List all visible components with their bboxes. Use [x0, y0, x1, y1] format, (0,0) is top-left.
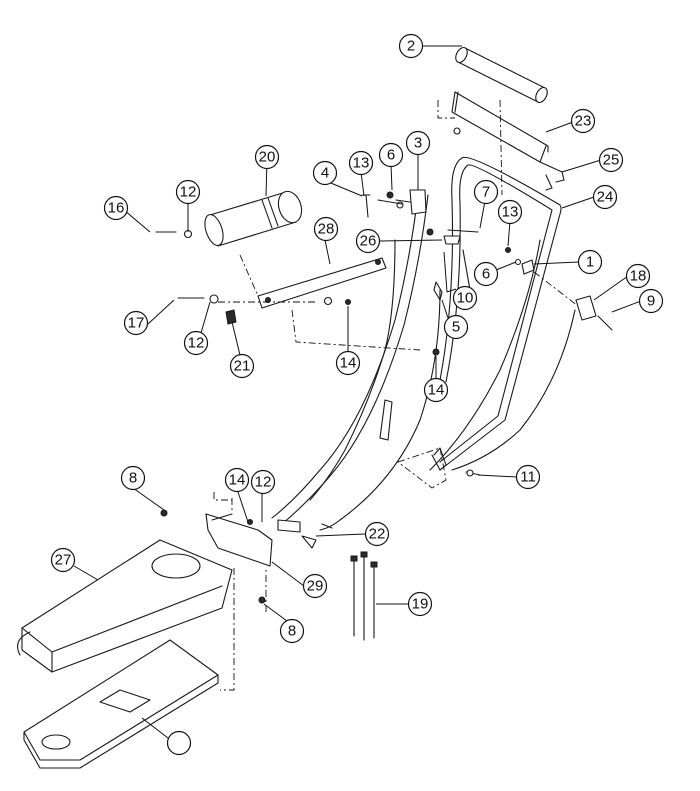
callout-27: 28 — [313, 216, 339, 242]
svg-text:8: 8 — [129, 470, 137, 487]
callout-15: 16 — [103, 195, 129, 221]
callout-14-low: 14 — [224, 467, 250, 493]
callout-12-mid: 12 — [183, 330, 209, 356]
svg-text:12: 12 — [188, 335, 205, 352]
callout-13-right: 13 — [497, 199, 523, 225]
callout-26: 27 — [50, 547, 76, 573]
callout-3: 3 — [405, 130, 431, 156]
cable-clamp — [575, 295, 613, 331]
bail-wire — [451, 91, 565, 191]
base-plate — [23, 639, 219, 769]
svg-text:18: 18 — [630, 268, 647, 285]
callout-4: 4 — [312, 160, 338, 186]
control-lever — [443, 235, 471, 291]
callout-10: 10 — [452, 285, 478, 311]
svg-text:24: 24 — [597, 189, 614, 206]
svg-text:3: 3 — [414, 135, 422, 152]
callout-1: 1 — [577, 249, 603, 275]
canister — [204, 190, 303, 247]
svg-text:16: 16 — [108, 200, 125, 217]
leader-lines — [73, 45, 642, 739]
svg-text:23: 23 — [575, 113, 592, 130]
svg-text:26: 26 — [360, 233, 377, 250]
lower-handle — [271, 194, 429, 525]
mount-bracket — [205, 513, 273, 567]
callout-13-top: 13 — [348, 150, 374, 176]
callout-21: 22 — [364, 521, 390, 547]
svg-text:6: 6 — [387, 147, 395, 164]
svg-text:19: 19 — [412, 596, 429, 613]
callout-8-top: 8 — [120, 465, 146, 491]
svg-text:8: 8 — [288, 623, 296, 640]
assembly-lines — [213, 99, 579, 691]
svg-text:4: 4 — [321, 165, 329, 182]
callout-24: 25 — [598, 147, 624, 173]
svg-text:28: 28 — [318, 221, 335, 238]
svg-text:6: 6 — [482, 266, 490, 283]
callouts: 2 23 25 24 3 6 13 4 7 13 26 1 6 18 9 10 … — [50, 33, 664, 756]
svg-text:29: 29 — [307, 578, 324, 595]
callout-14-right: 14 — [423, 377, 449, 403]
callout-12-low: 12 — [250, 469, 276, 495]
svg-text:10: 10 — [457, 290, 474, 307]
pin — [361, 194, 371, 218]
hand-grip — [455, 46, 548, 104]
callout-14-mid: 14 — [335, 350, 361, 376]
chassis — [17, 539, 233, 673]
svg-text:20: 20 — [259, 149, 276, 166]
svg-text:13: 13 — [502, 204, 519, 221]
svg-text:13: 13 — [353, 155, 370, 172]
svg-text:22: 22 — [369, 526, 386, 543]
svg-text:5: 5 — [452, 319, 460, 336]
callout-19: 20 — [254, 144, 280, 170]
upper-handle — [431, 156, 562, 471]
callout-29 — [166, 730, 192, 756]
callout-22: 23 — [570, 108, 596, 134]
svg-text:14: 14 — [340, 355, 357, 372]
svg-text:25: 25 — [603, 152, 620, 169]
callout-9: 9 — [638, 288, 664, 314]
callout-6-right: 6 — [473, 261, 499, 287]
svg-text:2: 2 — [407, 38, 415, 55]
svg-text:9: 9 — [647, 293, 655, 310]
svg-text:12: 12 — [180, 184, 197, 201]
callout-18: 19 — [407, 591, 433, 617]
svg-text:7: 7 — [482, 184, 490, 201]
svg-text:27: 27 — [55, 552, 72, 569]
callout-7: 7 — [473, 179, 499, 205]
callout-25: 26 — [355, 228, 381, 254]
svg-text:12: 12 — [255, 474, 272, 491]
callout-28: 29 — [302, 573, 328, 599]
callout-6-top: 6 — [378, 142, 404, 168]
svg-text:1: 1 — [586, 254, 594, 271]
svg-text:14: 14 — [428, 382, 445, 399]
callout-17: 18 — [625, 263, 651, 289]
svg-text:17: 17 — [128, 315, 145, 332]
support-bar — [257, 257, 387, 309]
cable-ties — [350, 551, 378, 641]
callout-5: 5 — [443, 314, 469, 340]
callout-11: 11 — [515, 464, 541, 490]
svg-text:21: 21 — [234, 358, 251, 375]
callout-20: 21 — [229, 353, 255, 379]
parts-drawing — [17, 46, 613, 769]
callout-16: 17 — [123, 310, 149, 336]
callout-23: 24 — [592, 184, 618, 210]
handle-bracket — [395, 189, 427, 215]
callout-12-top: 12 — [175, 179, 201, 205]
svg-text:14: 14 — [229, 472, 246, 489]
svg-text:11: 11 — [520, 469, 536, 486]
callout-2: 2 — [398, 33, 424, 59]
callout-8-low: 8 — [279, 618, 305, 644]
